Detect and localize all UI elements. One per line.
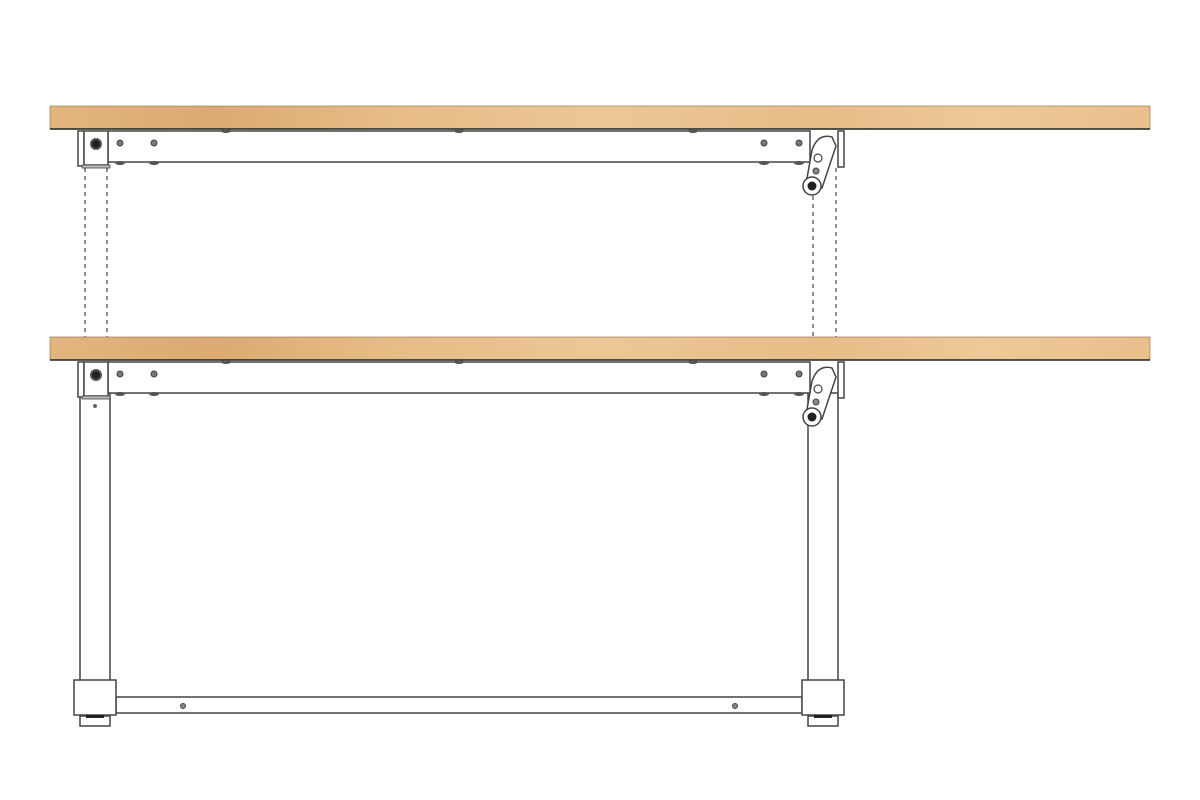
left-foot xyxy=(73,679,117,716)
alignment-guides xyxy=(84,168,837,338)
right-leg xyxy=(807,392,839,682)
desktop-with-frame-top xyxy=(49,105,1151,338)
desktop-frame-assembled xyxy=(49,336,1151,427)
left-leg xyxy=(79,392,111,682)
assembled-desk xyxy=(49,336,1151,727)
bottom-stretcher xyxy=(115,696,803,714)
right-foot xyxy=(801,679,845,716)
desktop-frame-top xyxy=(49,105,1151,196)
